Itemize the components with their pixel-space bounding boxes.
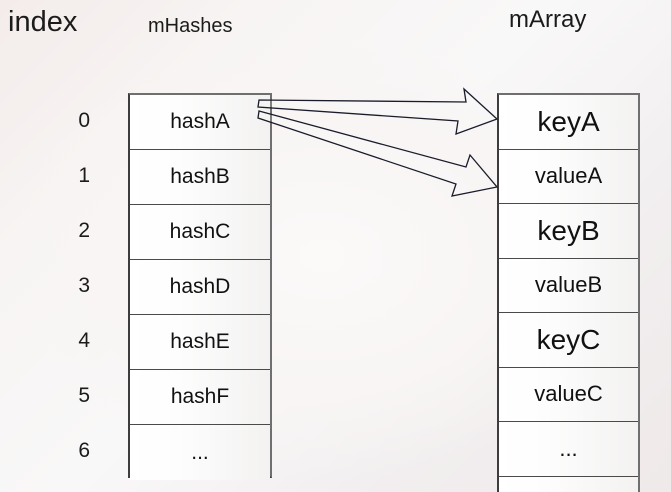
marray-cell: ...	[499, 422, 638, 477]
marray-cell: valueB	[499, 258, 638, 313]
index-label: 1	[78, 163, 90, 187]
marray-cell: keyC	[499, 313, 638, 368]
mhashes-cell: hashD	[130, 260, 270, 315]
mhashes-cell: ...	[130, 425, 270, 480]
marray-cell: keyA	[499, 95, 638, 150]
index-label: 0	[78, 108, 90, 132]
heading-mhashes: mHashes	[148, 15, 233, 37]
mhashes-cell: hashB	[130, 150, 270, 205]
mhashes-cell: hashA	[130, 95, 270, 150]
arrow-hashA-to-keyA	[257, 87, 499, 135]
marray-cell: keyB	[499, 204, 638, 259]
index-label: 4	[78, 328, 90, 352]
index-label: 6	[78, 438, 90, 462]
heading-index: index	[8, 6, 78, 38]
marray-cell: valueA	[499, 149, 638, 204]
index-label: 5	[78, 383, 90, 407]
marray-cell: valueC	[499, 367, 638, 422]
mhashes-cell: hashE	[130, 315, 270, 370]
arrow-hashA-to-valueA	[257, 110, 499, 197]
marray-table: keyA valueA keyB valueB keyC valueC ...	[497, 93, 640, 492]
mhashes-table: hashA hashB hashC hashD hashE hashF ...	[128, 93, 272, 480]
marray-cell	[499, 476, 638, 492]
mhashes-cell: hashC	[130, 205, 270, 260]
index-column: 0 1 2 3 4 5 6	[40, 93, 90, 478]
heading-marray: mArray	[509, 6, 587, 33]
mhashes-cell: hashF	[130, 370, 270, 425]
index-label: 3	[78, 273, 90, 297]
index-label: 2	[78, 218, 90, 242]
